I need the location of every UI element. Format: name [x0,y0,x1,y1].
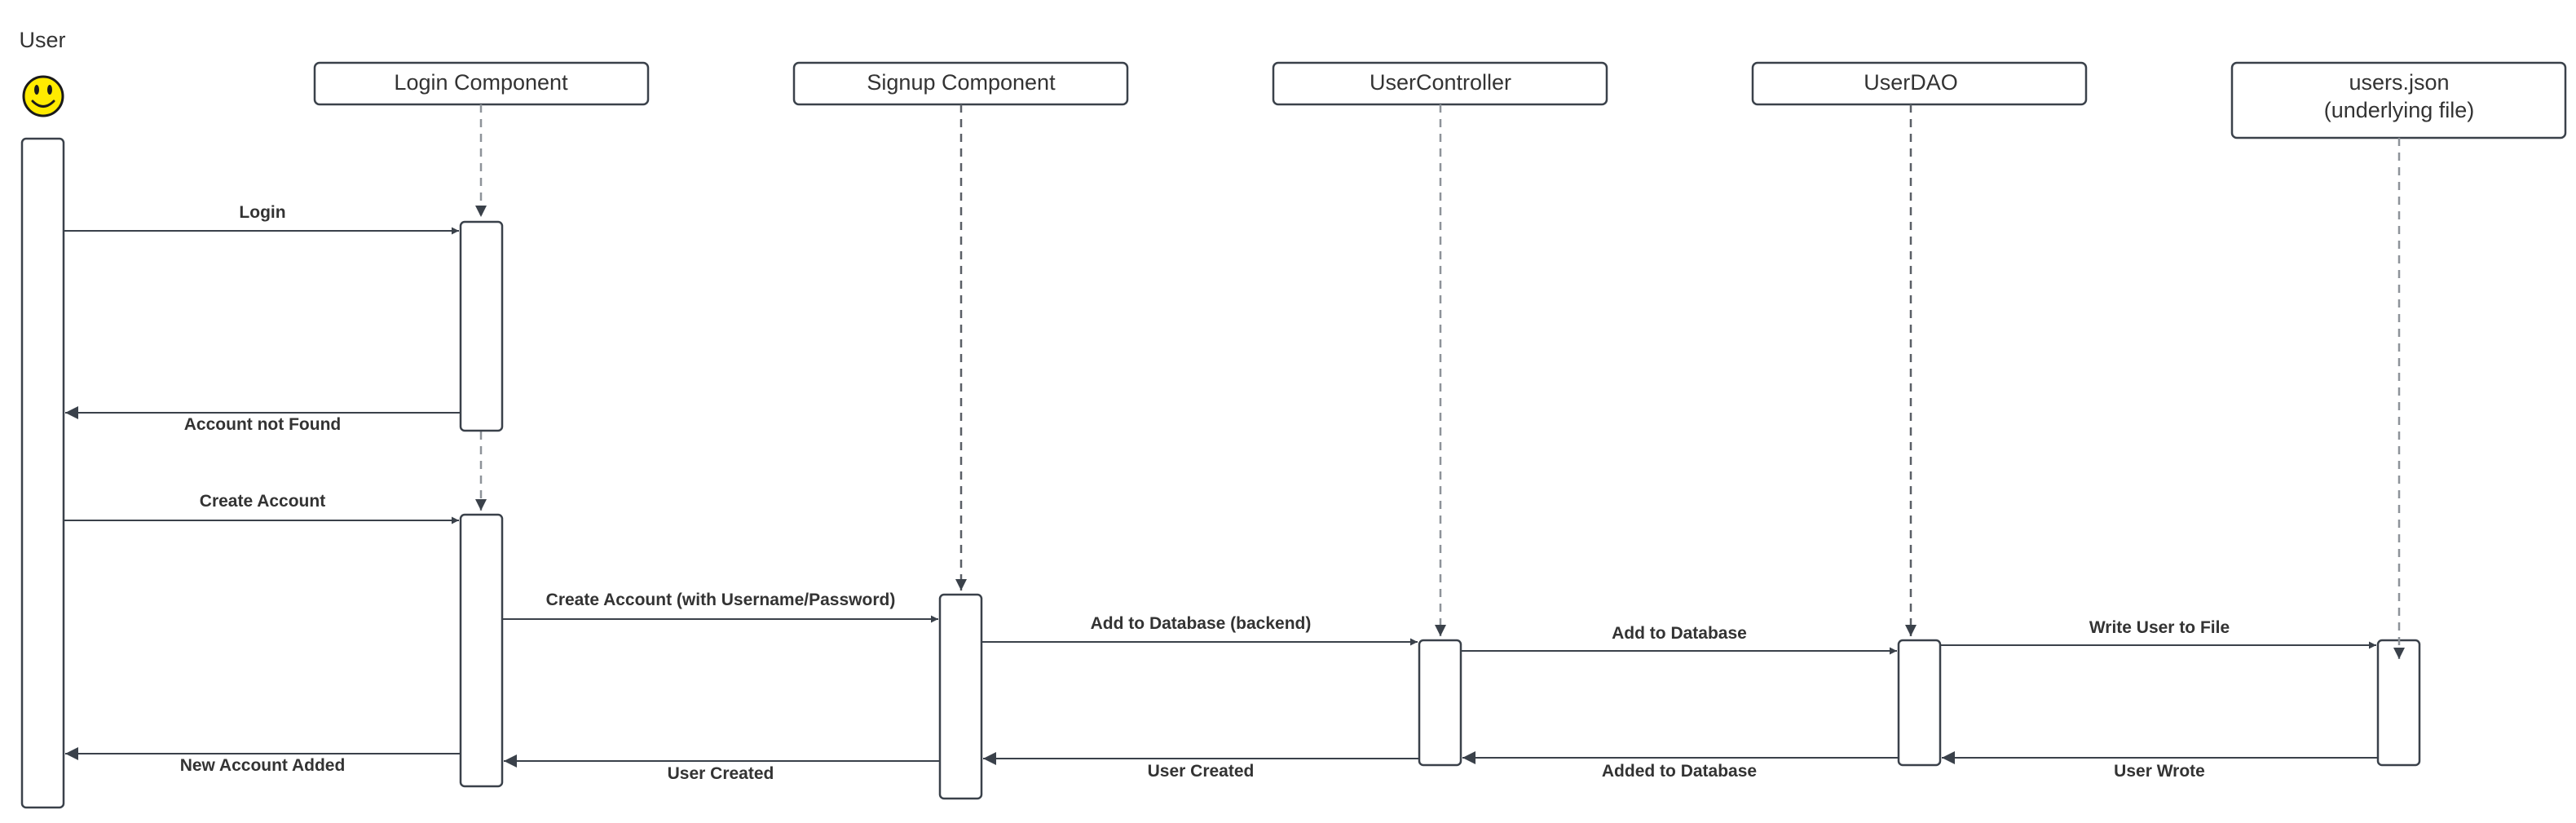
message-label: Account not Found [184,415,341,434]
message-label: User Wrote [2114,762,2205,781]
participant-login-component: Login Component [313,61,650,788]
participant-label: UserDAO [1864,70,1958,95]
participant-userdao: UserDAO [1751,61,2088,767]
message-label: Add to Database (backend) [1091,614,1312,633]
user-activation-bar [20,137,65,809]
message-label: Added to Database [1602,762,1757,781]
message-label: Write User to File [2089,618,2230,637]
smiley-face-icon [22,75,64,117]
participant-box [1751,61,2088,106]
participant-label: users.json [2349,70,2449,95]
message-create-account: Create Account [64,492,459,524]
participant-sublabel: (underlying file) [2324,98,2475,122]
message-new-account-added: New Account Added [65,747,461,775]
participant-label: UserController [1370,70,1511,95]
participant-signup-component: Signup Component [792,61,1129,800]
message-label: Add to Database [1612,624,1747,643]
message-user-created-signup: User Created [504,754,940,783]
message-add-to-database-backend: Add to Database (backend) [981,614,1418,646]
message-added-to-database: Added to Database [1462,751,1899,781]
participant-label: Signup Component [867,70,1056,95]
message-label: Create Account [200,492,325,511]
participant-usercontroller: UserController [1272,61,1608,767]
signup-activation-bar [938,593,983,800]
actor-label: User [19,28,65,52]
message-account-not-found: Account not Found [65,406,461,434]
actor-user: User [19,28,66,809]
login-activation-bar-1 [459,220,504,432]
message-label: User Created [1148,762,1255,781]
message-user-created-controller: User Created [983,752,1419,781]
message-create-account-with-credentials: Create Account (with Username/Password) [502,591,938,623]
usercontroller-activation-bar [1418,639,1462,767]
login-activation-bar-2 [459,513,504,788]
message-label: Login [239,203,285,222]
message-add-to-database: Add to Database [1461,624,1897,655]
message-label: User Created [668,764,774,783]
participant-users-json: users.json (underlying file) [2230,61,2567,767]
userdao-activation-bar [1897,639,1942,767]
participant-label: Login Component [394,70,568,95]
message-user-wrote: User Wrote [1942,751,2378,781]
message-login: Login [64,203,459,235]
message-label: New Account Added [180,756,346,775]
message-label: Create Account (with Username/Password) [546,591,896,609]
message-write-user-to-file: Write User to File [1940,618,2376,649]
